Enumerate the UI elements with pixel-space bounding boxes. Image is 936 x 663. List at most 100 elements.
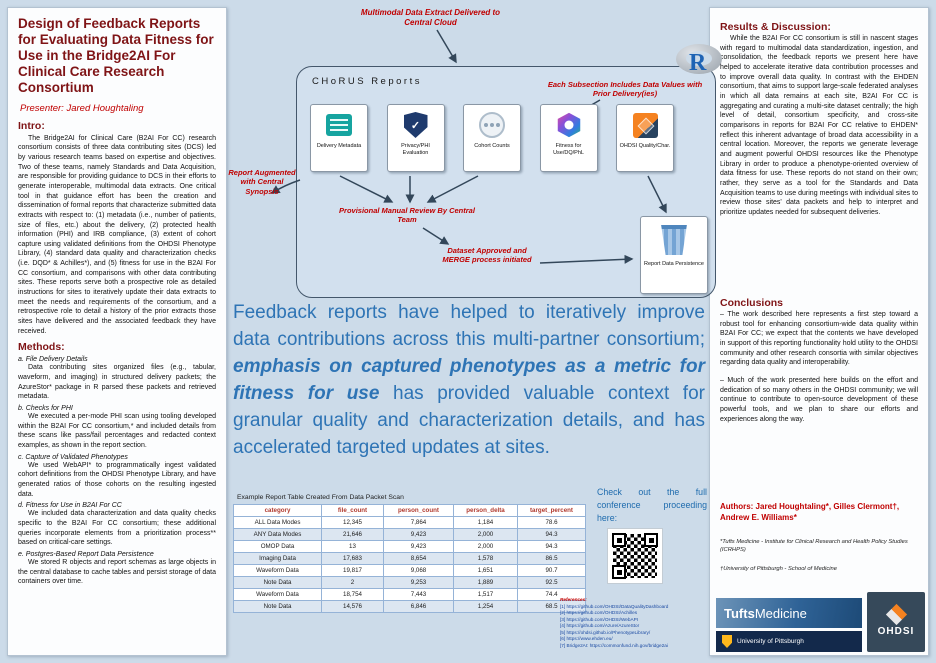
table-cell: 2,000 bbox=[453, 528, 518, 541]
method-heading: d. Fitness for Use in B2AI For CC bbox=[18, 502, 122, 510]
section-label: OHDSI Quality/Char. bbox=[619, 143, 671, 149]
table-cell: Note Data bbox=[233, 600, 322, 613]
section-cohort-counts: Cohort Counts bbox=[463, 104, 521, 172]
results-text: While the B2AI For CC consortium is stil… bbox=[720, 35, 918, 216]
table-cell: 9,253 bbox=[383, 576, 454, 589]
method-heading: c. Capture of Validated Phenotypes bbox=[18, 453, 128, 461]
right-column: Results & Discussion: While the B2AI For… bbox=[709, 7, 929, 656]
reference-item: [1] https://github.com/OHDSI/DataQuality… bbox=[560, 603, 669, 609]
table-cell: ANY Data Modes bbox=[233, 528, 322, 541]
references-block: References: [1] https://github.com/OHDSI… bbox=[560, 597, 712, 650]
table-cell: 2,000 bbox=[453, 540, 518, 553]
key-finding-statement: Feedback reports have helped to iterativ… bbox=[233, 300, 705, 462]
method-text: We used WebAPI* to programmatically inge… bbox=[18, 461, 216, 498]
tufts-logo-bold: Tufts bbox=[724, 605, 755, 621]
affiliation-pitt: †University of Pittsburgh - School of Me… bbox=[720, 566, 837, 572]
section-delivery-metadata: Delivery Metadata bbox=[310, 104, 368, 172]
table-title: Example Report Table Created From Data P… bbox=[237, 494, 404, 501]
authors-line: Authors: Jared Houghtaling*, Gilles Cler… bbox=[720, 502, 900, 522]
section-label: Privacy/PHI Evaluation bbox=[401, 143, 430, 156]
r-logo-ellipse bbox=[676, 44, 722, 74]
table-cell: 9,068 bbox=[383, 564, 454, 577]
conclusions-list: – The work described here represents a f… bbox=[720, 310, 918, 432]
annotation-report-augmented: Report Augmented with Central Synopsis bbox=[228, 168, 296, 196]
table-cell: 9,423 bbox=[383, 540, 454, 553]
qr-finder-top-right bbox=[644, 533, 658, 547]
table-cell: 68.5 bbox=[517, 600, 586, 613]
r-language-logo: R bbox=[676, 44, 722, 80]
annotation-multimodal-extract: Multimodal Data Extract Delivered to Cen… bbox=[360, 8, 501, 27]
table-cell: 94.3 bbox=[517, 540, 586, 553]
table-cell: 86.5 bbox=[517, 552, 586, 565]
r-logo-letter: R bbox=[689, 50, 707, 76]
reference-item: [4] https://github.com/Azure/AzureStor bbox=[560, 623, 640, 629]
affiliation-tufts: *Tufts Medicine - Institute for Clinical… bbox=[720, 539, 908, 553]
statement-emphasis: emphasis on captured phenotypes as a met… bbox=[233, 355, 705, 404]
table-cell: 13 bbox=[321, 540, 384, 553]
reference-item: [5] https://ohdsi.github.io/PhenotypeLib… bbox=[560, 629, 651, 635]
method-heading: b. Checks for PHI bbox=[18, 405, 73, 413]
table-cell: 1,578 bbox=[453, 552, 518, 565]
table-cell: Note Data bbox=[233, 576, 322, 589]
method-text: We stored R objects and report schemas a… bbox=[18, 558, 216, 586]
annotation-each-subsection: Each Subsection Includes Data Values wit… bbox=[547, 80, 703, 99]
method-heading: a. File Delivery Details bbox=[18, 356, 88, 364]
pitt-shield-icon bbox=[722, 635, 732, 648]
persistence-label: Report Data Persistence bbox=[644, 261, 704, 267]
table-cell: 90.7 bbox=[517, 564, 586, 577]
method-heading: e. Postgres-Based Report Data Persistenc… bbox=[18, 550, 154, 558]
intro-heading: Intro: bbox=[18, 119, 45, 132]
method-text: Data contributing sites organized files … bbox=[18, 364, 216, 401]
table-cell: Waveform Data bbox=[233, 588, 322, 601]
shield-check-icon: ✓ bbox=[403, 111, 428, 139]
left-column: Design of Feedback Reports for Evaluatin… bbox=[7, 7, 227, 656]
delivery-metadata-icon bbox=[326, 111, 352, 139]
cohort-circle-icon bbox=[479, 111, 505, 139]
annotation-provisional-review: Provisional Manual Review By Central Tea… bbox=[339, 206, 475, 225]
methods-heading: Methods: bbox=[18, 341, 65, 354]
table-cell: OMOP Data bbox=[233, 540, 322, 553]
presenter-line: Presenter: Jared Houghtaling bbox=[20, 102, 144, 114]
intro-text: The Bridge2AI for Clinical Care (B2AI Fo… bbox=[18, 134, 216, 335]
report-data-persistence-box: Report Data Persistence bbox=[640, 216, 708, 294]
table-cell: Imaging Data bbox=[233, 552, 322, 565]
report-section-boxes: Delivery Metadata ✓ Privacy/PHI Evaluati… bbox=[310, 104, 674, 172]
poster-title: Design of Feedback Reports for Evaluatin… bbox=[18, 16, 214, 95]
pitt-logo: University of Pittsburgh bbox=[716, 631, 862, 652]
table-cell: 78.6 bbox=[517, 516, 586, 529]
pitt-logo-text: University of Pittsburgh bbox=[737, 638, 804, 645]
table-cell: 18,754 bbox=[321, 588, 384, 601]
table-cell: 94.3 bbox=[517, 528, 586, 541]
column-header: person_count bbox=[383, 504, 454, 517]
table-cell: 1,889 bbox=[453, 576, 518, 589]
table-cell: 7,443 bbox=[383, 588, 454, 601]
table-cell: Waveform Data bbox=[233, 564, 322, 577]
column-header: category bbox=[233, 504, 322, 517]
table-cell: 9,423 bbox=[383, 528, 454, 541]
qr-finder-bottom-left bbox=[612, 565, 626, 579]
column-header: file_count bbox=[321, 504, 384, 517]
column-header: target_percent bbox=[517, 504, 586, 517]
conclusion-item: – Much of the work presented here builds… bbox=[720, 376, 918, 423]
reference-item: [2] https://github.com/OHDSI/Achilles bbox=[560, 610, 638, 616]
annotation-dataset-approved: Dataset Approved and MERGE process initi… bbox=[442, 246, 532, 265]
section-label: Cohort Counts bbox=[474, 143, 510, 149]
table-cell: 1,184 bbox=[453, 516, 518, 529]
references-heading: References: bbox=[560, 597, 587, 602]
chorus-reports-title: CHoRUS Reports bbox=[312, 76, 422, 87]
ohdsi-logo-text: OHDSI bbox=[877, 626, 915, 637]
qr-note: Check out the full conference proceeding… bbox=[597, 487, 707, 523]
ohdsi-icon bbox=[632, 111, 658, 139]
tufts-logo-light: Medicine bbox=[754, 605, 807, 621]
table-cell: 14,576 bbox=[321, 600, 384, 613]
